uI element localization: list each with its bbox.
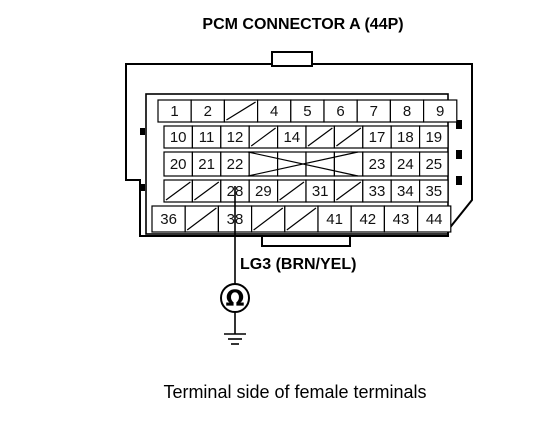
blank-region [247, 151, 359, 177]
terminal-label-34: 34 [397, 183, 414, 200]
terminal-label-8: 8 [403, 103, 411, 120]
blank-cell-slash [226, 101, 256, 121]
terminal-label-9: 9 [436, 103, 444, 120]
diagram-title: PCM CONNECTOR A (44P) [202, 16, 403, 33]
terminal-cell-25 [419, 151, 449, 177]
terminal-cell-19 [419, 125, 449, 149]
terminal-label-2: 2 [204, 103, 212, 120]
terminal-cell-42 [350, 205, 386, 233]
blank-cell-slash [336, 181, 362, 201]
blank-cell-slash [165, 181, 191, 201]
blank-cell-slash [194, 181, 220, 201]
terminal-label-35: 35 [425, 183, 442, 200]
housing-markers [140, 120, 462, 191]
blank-cell [333, 151, 364, 177]
terminal-label-36: 36 [160, 211, 177, 228]
terminal-label-11: 11 [199, 129, 215, 146]
terminal-label-24: 24 [397, 156, 414, 173]
terminal-label-21: 21 [198, 156, 215, 173]
blank-cell [248, 151, 279, 177]
terminal-label-14: 14 [283, 129, 300, 146]
ohm-symbol: Ω [226, 287, 245, 312]
terminal-cell-23 [362, 151, 392, 177]
terminal-cell-9 [423, 99, 458, 123]
blank-cell-slash [336, 127, 362, 147]
terminal-label-41: 41 [326, 211, 343, 228]
terminal-label-10: 10 [170, 129, 187, 146]
terminal-cell-22 [220, 151, 250, 177]
terminal-label-4: 4 [270, 103, 278, 120]
terminal-label-42: 42 [359, 211, 376, 228]
blank-cell-slash [307, 127, 333, 147]
terminal-label-31: 31 [312, 183, 329, 200]
terminal-cell-44 [417, 205, 452, 233]
terminal-label-43: 43 [393, 211, 410, 228]
terminal-label-44: 44 [426, 211, 443, 228]
terminal-cell-36 [151, 205, 186, 233]
terminal-label-5: 5 [303, 103, 311, 120]
blank-cell-slash [186, 207, 217, 231]
ground-icon [224, 312, 246, 345]
terminal-label-12: 12 [227, 129, 244, 146]
terminal-cell-24 [390, 151, 421, 177]
wire-label: LG3 (BRN/YEL) [240, 256, 356, 273]
blank-cell-slash [250, 127, 276, 147]
terminal-label-33: 33 [369, 183, 386, 200]
terminal-label-29: 29 [255, 183, 272, 200]
terminal-label-17: 17 [369, 129, 386, 146]
terminal-label-22: 22 [227, 156, 244, 173]
blank-cell-slash [286, 207, 317, 231]
terminal-label-20: 20 [170, 156, 187, 173]
terminal-label-7: 7 [370, 103, 378, 120]
blank-cell [305, 151, 335, 177]
terminal-label-23: 23 [369, 156, 386, 173]
blank-cell-slash [279, 181, 305, 201]
terminal-cell-35 [419, 179, 449, 203]
terminal-label-25: 25 [425, 156, 442, 173]
terminal-label-1: 1 [170, 103, 178, 120]
caption: Terminal side of female terminals [163, 382, 426, 402]
terminal-label-6: 6 [336, 103, 344, 120]
terminal-label-18: 18 [397, 129, 414, 146]
terminal-label-19: 19 [425, 129, 442, 146]
blank-cell-slash [253, 207, 284, 231]
ohmmeter-icon: Ω [220, 283, 250, 313]
